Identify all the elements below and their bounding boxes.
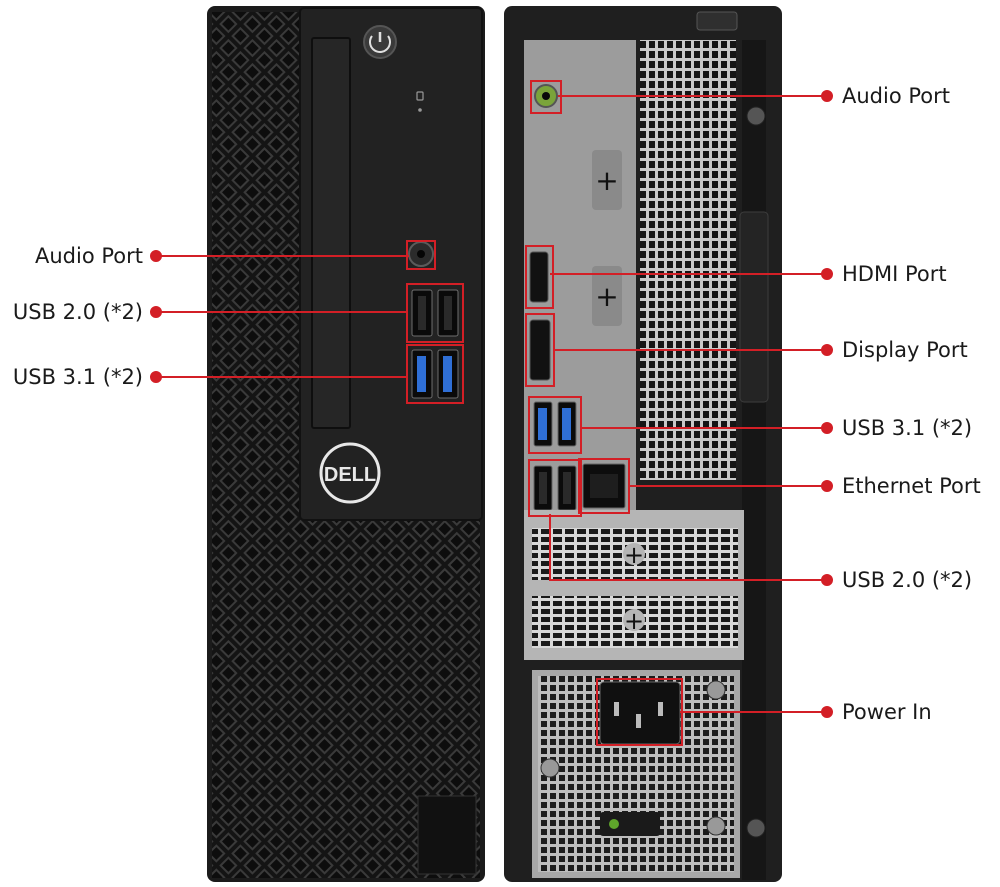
svg-text:+: + bbox=[624, 607, 644, 635]
optical-drive-bay bbox=[311, 37, 351, 429]
front-usb2-ports bbox=[411, 289, 459, 337]
front-usb31-label: USB 3.1 (*2) bbox=[12, 365, 143, 389]
rear-usb2-label: USB 2.0 (*2) bbox=[842, 568, 973, 592]
front-usb31-ports bbox=[411, 349, 459, 399]
front-callouts bbox=[150, 240, 464, 404]
rear-callouts bbox=[525, 80, 833, 746]
drive-activity-icon bbox=[416, 91, 424, 101]
front-usb2-label: USB 2.0 (*2) bbox=[12, 300, 143, 324]
svg-text:+: + bbox=[624, 541, 644, 569]
svg-text:+: + bbox=[595, 164, 618, 197]
front-chassis: DELL bbox=[207, 6, 485, 882]
rear-audio-port-label: Audio Port bbox=[842, 84, 950, 108]
power-socket bbox=[599, 681, 681, 745]
rear-hdmi-port-label: HDMI Port bbox=[842, 262, 947, 286]
rear-display-port-label: Display Port bbox=[842, 338, 968, 362]
dell-logo: DELL bbox=[319, 442, 381, 504]
rear-ethernet-port-label: Ethernet Port bbox=[842, 474, 981, 498]
display-port bbox=[529, 319, 551, 381]
rear-usb31-label: USB 3.1 (*2) bbox=[842, 416, 973, 440]
front-audio-port-label: Audio Port bbox=[35, 244, 143, 268]
svg-text:+: + bbox=[595, 280, 618, 313]
hdmi-port bbox=[529, 251, 549, 303]
rear-chassis: + + + + bbox=[504, 6, 782, 882]
rear-power-in-label: Power In bbox=[842, 700, 932, 724]
svg-text:DELL: DELL bbox=[324, 464, 376, 486]
thumbscrew-icon bbox=[746, 106, 766, 126]
